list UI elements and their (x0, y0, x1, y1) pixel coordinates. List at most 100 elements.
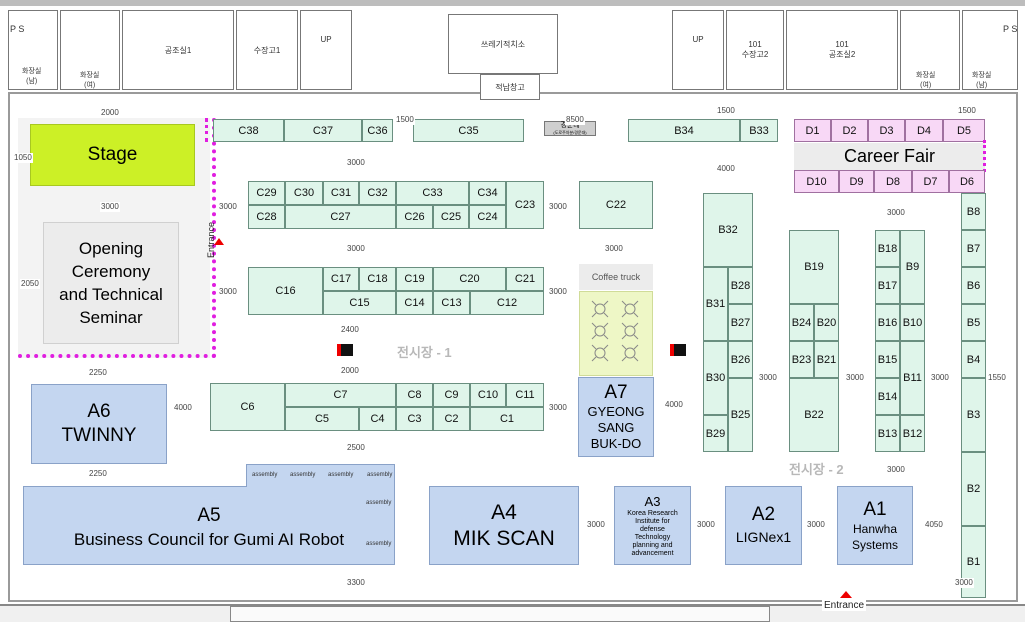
booth-b24[interactable]: B24 (789, 304, 814, 341)
booth-b18[interactable]: B18 (875, 230, 900, 267)
booth-c25[interactable]: C25 (433, 205, 469, 229)
booth-c38[interactable]: C38 (213, 119, 284, 142)
booth-c14[interactable]: C14 (396, 291, 433, 315)
booth-a5-assembly-zone (246, 464, 395, 487)
booth-c17[interactable]: C17 (323, 267, 359, 291)
booth-c27[interactable]: C27 (285, 205, 396, 229)
booth-c11[interactable]: C11 (506, 383, 544, 407)
booth-b26[interactable]: B26 (728, 341, 753, 378)
stage[interactable]: Stage (30, 124, 195, 186)
booth-b10[interactable]: B10 (900, 304, 925, 341)
booth-c24[interactable]: C24 (469, 205, 506, 229)
booth-c2[interactable]: C2 (433, 407, 470, 431)
booth-d7[interactable]: D7 (912, 170, 949, 193)
booth-a7[interactable]: A7 GYEONG SANG BUK-DO (578, 377, 654, 457)
coffee-truck[interactable]: Coffee truck (579, 264, 653, 290)
booth-c4[interactable]: C4 (359, 407, 396, 431)
booth-c7[interactable]: C7 (285, 383, 396, 407)
booth-b28[interactable]: B28 (728, 267, 753, 304)
booth-b6[interactable]: B6 (961, 267, 986, 304)
booth-c3[interactable]: C3 (396, 407, 433, 431)
booth-c23[interactable]: C23 (506, 181, 544, 229)
booth-b11[interactable]: B11 (900, 341, 925, 415)
booth-b16[interactable]: B16 (875, 304, 900, 341)
booth-c8[interactable]: C8 (396, 383, 433, 407)
booth-a3-code: A3 (644, 493, 661, 509)
booth-c35[interactable]: C35 (413, 119, 524, 142)
booth-c19[interactable]: C19 (396, 267, 433, 291)
booth-b31[interactable]: B31 (703, 267, 728, 341)
booth-b22[interactable]: B22 (789, 378, 839, 452)
booth-b19[interactable]: B19 (789, 230, 839, 304)
booth-b17[interactable]: B17 (875, 267, 900, 304)
booth-c34[interactable]: C34 (469, 181, 506, 205)
booth-b9[interactable]: B9 (900, 230, 925, 304)
booth-a4[interactable]: A4 MIK SCAN (429, 486, 579, 565)
booth-c21[interactable]: C21 (506, 267, 544, 291)
booth-b33[interactable]: B33 (740, 119, 778, 142)
booth-d5[interactable]: D5 (943, 119, 985, 142)
booth-c36[interactable]: C36 (362, 119, 393, 142)
booth-a6[interactable]: A6 TWINNY (31, 384, 167, 464)
booth-c13[interactable]: C13 (433, 291, 470, 315)
entrance-left-label[interactable]: Entrance (206, 221, 216, 258)
booth-a3[interactable]: A3 Korea Research Institute for defense … (614, 486, 691, 565)
booth-b34[interactable]: B34 (628, 119, 740, 142)
booth-b2[interactable]: B2 (961, 452, 986, 526)
booth-c18[interactable]: C18 (359, 267, 396, 291)
booth-d10[interactable]: D10 (794, 170, 839, 193)
booth-d3[interactable]: D3 (868, 119, 905, 142)
booth-c30[interactable]: C30 (285, 181, 323, 205)
booth-b14[interactable]: B14 (875, 378, 900, 415)
booth-d8[interactable]: D8 (874, 170, 912, 193)
booth-c33[interactable]: C33 (396, 181, 469, 205)
seminar-line2: Ceremony (71, 262, 151, 281)
booth-d4[interactable]: D4 (905, 119, 943, 142)
booth-a1-line1: Hanwha (852, 521, 898, 536)
booth-c6[interactable]: C6 (210, 383, 285, 431)
booth-b27[interactable]: B27 (728, 304, 753, 341)
booth-c1[interactable]: C1 (470, 407, 544, 431)
booth-c28[interactable]: C28 (248, 205, 285, 229)
booth-b8[interactable]: B8 (961, 193, 986, 230)
booth-d6[interactable]: D6 (949, 170, 985, 193)
booth-b5[interactable]: B5 (961, 304, 986, 341)
booth-c16[interactable]: C16 (248, 267, 323, 315)
booth-b25[interactable]: B25 (728, 378, 753, 452)
booth-b29[interactable]: B29 (703, 415, 728, 452)
booth-c5[interactable]: C5 (285, 407, 359, 431)
booth-c26[interactable]: C26 (396, 205, 433, 229)
booth-b20[interactable]: B20 (814, 304, 839, 341)
cafe-seating (579, 291, 653, 376)
booth-b21[interactable]: B21 (814, 341, 839, 378)
booth-d9[interactable]: D9 (839, 170, 874, 193)
booth-b23[interactable]: B23 (789, 341, 814, 378)
booth-a3-line5: planning and (632, 541, 673, 549)
booth-c12[interactable]: C12 (470, 291, 544, 315)
booth-b32[interactable]: B32 (703, 193, 753, 267)
booth-a5[interactable]: A5 Business Council for Gumi AI Robot (23, 486, 395, 565)
booth-c20[interactable]: C20 (433, 267, 506, 291)
booth-c15[interactable]: C15 (323, 291, 396, 315)
booth-a1[interactable]: A1 Hanwha Systems (837, 486, 913, 565)
booth-b15[interactable]: B15 (875, 341, 900, 378)
booth-b7[interactable]: B7 (961, 230, 986, 267)
booth-c10[interactable]: C10 (470, 383, 506, 407)
booth-b4[interactable]: B4 (961, 341, 986, 378)
booth-b30[interactable]: B30 (703, 341, 728, 415)
south-wall (8, 600, 1018, 602)
booth-b12[interactable]: B12 (900, 415, 925, 452)
booth-b3[interactable]: B3 (961, 378, 986, 452)
booth-d2[interactable]: D2 (831, 119, 868, 142)
booth-c32[interactable]: C32 (359, 181, 396, 205)
booth-c9[interactable]: C9 (433, 383, 470, 407)
seminar-room[interactable]: Opening Ceremony and Technical Seminar (43, 222, 179, 344)
booth-c29[interactable]: C29 (248, 181, 285, 205)
booth-c37[interactable]: C37 (284, 119, 362, 142)
booth-c22[interactable]: C22 (579, 181, 653, 229)
booth-d1[interactable]: D1 (794, 119, 831, 142)
booth-c31[interactable]: C31 (323, 181, 359, 205)
entrance-bottom-label[interactable]: Entrance (822, 600, 867, 611)
booth-a2[interactable]: A2 LIGNex1 (725, 486, 802, 565)
booth-b13[interactable]: B13 (875, 415, 900, 452)
